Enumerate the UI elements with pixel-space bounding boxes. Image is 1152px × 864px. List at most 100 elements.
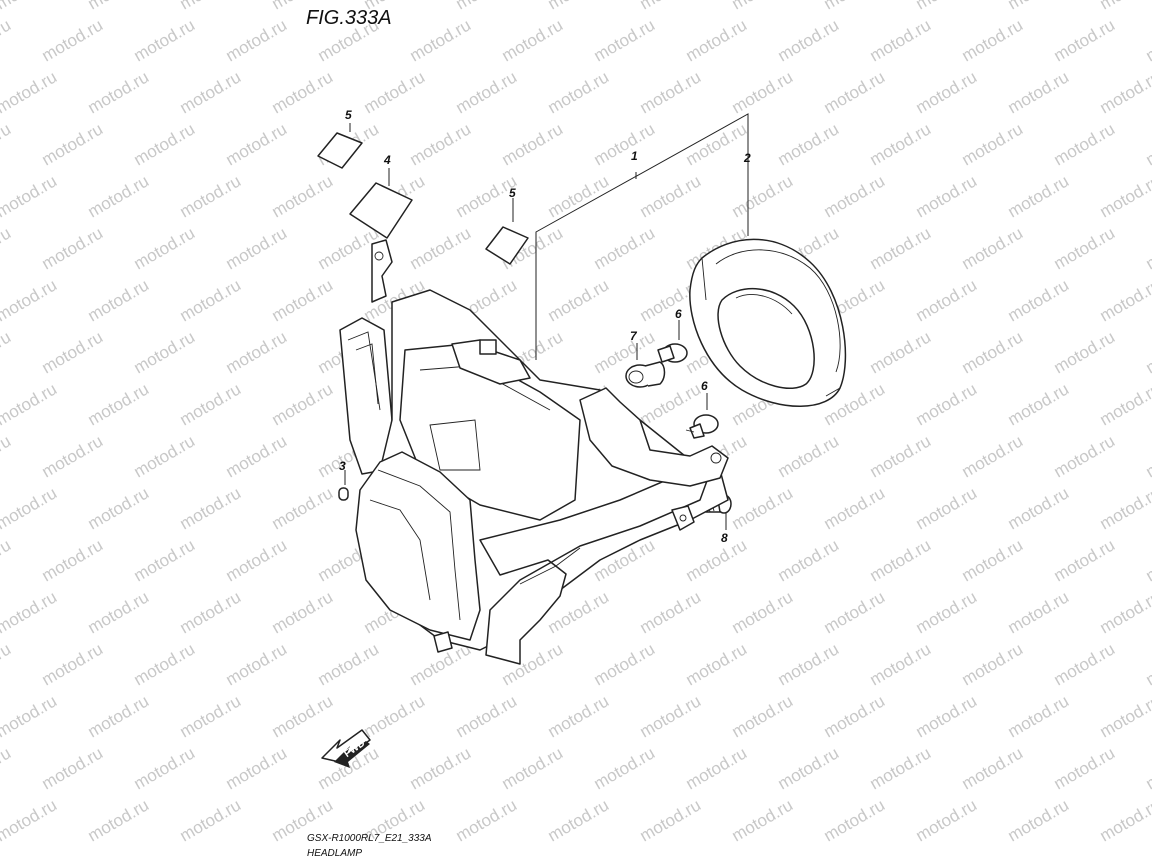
watermark-text: motod.ru bbox=[1097, 483, 1152, 533]
watermark-text: motod.ru bbox=[0, 431, 14, 481]
watermark-text: motod.ru bbox=[407, 743, 475, 793]
callout-5-lower: 5 bbox=[509, 186, 516, 200]
watermark-text: motod.ru bbox=[1051, 119, 1119, 169]
leader-lines bbox=[344, 113, 749, 530]
watermark-text: motod.ru bbox=[1097, 379, 1152, 429]
watermark-text: motod.ru bbox=[0, 119, 14, 169]
watermark-text: motod.ru bbox=[499, 119, 567, 169]
watermark-text: motod.ru bbox=[775, 535, 843, 585]
watermark-text: motod.ru bbox=[591, 223, 659, 273]
watermark-text: motod.ru bbox=[85, 275, 153, 325]
watermark-text: motod.ru bbox=[683, 743, 751, 793]
watermark-text: motod.ru bbox=[177, 171, 245, 221]
watermark-text: motod.ru bbox=[453, 67, 521, 117]
watermark-text: motod.ru bbox=[131, 639, 199, 689]
watermark-text: motod.ru bbox=[1005, 379, 1073, 429]
watermark-text: motod.ru bbox=[223, 431, 291, 481]
watermark-text: motod.ru bbox=[453, 691, 521, 741]
watermark-text: motod.ru bbox=[729, 67, 797, 117]
watermark-text: motod.ru bbox=[1143, 223, 1152, 273]
part-3-cap[interactable] bbox=[338, 487, 349, 501]
watermark-text: motod.ru bbox=[269, 379, 337, 429]
watermark-text: motod.ru bbox=[1005, 691, 1073, 741]
watermark-text: motod.ru bbox=[39, 743, 107, 793]
part-6-nut-lower[interactable] bbox=[685, 414, 719, 439]
watermark-text: motod.ru bbox=[867, 743, 935, 793]
watermark-text: motod.ru bbox=[407, 223, 475, 273]
part-2-headlamp-gasket[interactable] bbox=[689, 238, 847, 407]
callout-numbers: 1 2 3 4 5 5 6 6 7 8 bbox=[339, 108, 751, 545]
watermark-text: motod.ru bbox=[913, 483, 981, 533]
watermark-text: motod.ru bbox=[0, 223, 14, 273]
figure-code: GSX-R1000RL7_E21_333A bbox=[307, 833, 432, 844]
watermark-text: motod.ru bbox=[729, 691, 797, 741]
watermark-text: motod.ru bbox=[0, 587, 60, 637]
watermark-text: motod.ru bbox=[1143, 327, 1152, 377]
watermark-text: motod.ru bbox=[39, 535, 107, 585]
watermark-text: motod.ru bbox=[1005, 171, 1073, 221]
watermark-text: motod.ru bbox=[85, 379, 153, 429]
watermark-text: motod.ru bbox=[39, 15, 107, 65]
watermark-text: motod.ru bbox=[637, 587, 705, 637]
part-5-label-lower[interactable] bbox=[485, 226, 529, 265]
callout-6-lower: 6 bbox=[701, 379, 708, 393]
callout-2: 2 bbox=[743, 151, 751, 165]
watermark-text: motod.ru bbox=[131, 535, 199, 585]
watermark-text: motod.ru bbox=[315, 639, 383, 689]
watermark-text: motod.ru bbox=[959, 639, 1027, 689]
watermark-text: motod.ru bbox=[0, 795, 60, 845]
watermark-text: motod.ru bbox=[39, 431, 107, 481]
part-5-label-upper[interactable] bbox=[317, 132, 363, 169]
watermark-text: motod.ru bbox=[453, 0, 521, 13]
watermark-text: motod.ru bbox=[0, 483, 60, 533]
watermark-text: motod.ru bbox=[1097, 67, 1152, 117]
watermark-text: motod.ru bbox=[1051, 639, 1119, 689]
watermark-text: motod.ru bbox=[821, 67, 889, 117]
watermark-text: motod.ru bbox=[361, 691, 429, 741]
watermark-text: motod.ru bbox=[821, 691, 889, 741]
watermark-text: motod.ru bbox=[637, 0, 705, 13]
callout-5-upper: 5 bbox=[345, 108, 352, 122]
watermark-text: motod.ru bbox=[131, 15, 199, 65]
callout-6-upper: 6 bbox=[675, 307, 682, 321]
watermark-text: motod.ru bbox=[545, 275, 613, 325]
watermark-text: motod.ru bbox=[1097, 795, 1152, 845]
watermark-text: motod.ru bbox=[223, 535, 291, 585]
watermark-text: motod.ru bbox=[775, 15, 843, 65]
watermark-text: motod.ru bbox=[913, 171, 981, 221]
watermark-text: motod.ru bbox=[867, 119, 935, 169]
watermark-text: motod.ru bbox=[1051, 15, 1119, 65]
watermark-text: motod.ru bbox=[361, 67, 429, 117]
watermark-text: motod.ru bbox=[591, 743, 659, 793]
watermark-text: motod.ru bbox=[0, 639, 14, 689]
watermark-text: motod.ru bbox=[39, 639, 107, 689]
watermark-text: motod.ru bbox=[729, 0, 797, 13]
watermark-text: motod.ru bbox=[637, 795, 705, 845]
watermark-text: motod.ru bbox=[1143, 431, 1152, 481]
part-6-nut-upper[interactable] bbox=[657, 343, 688, 363]
watermark-text: motod.ru bbox=[913, 0, 981, 13]
watermark-text: motod.ru bbox=[591, 119, 659, 169]
watermark-text: motod.ru bbox=[1005, 0, 1073, 13]
watermark-text: motod.ru bbox=[545, 691, 613, 741]
watermark-text: motod.ru bbox=[1143, 119, 1152, 169]
part-4-sheet[interactable] bbox=[349, 182, 413, 239]
watermark-text: motod.ru bbox=[223, 223, 291, 273]
watermark-text: motod.ru bbox=[1051, 327, 1119, 377]
watermark-text: motod.ru bbox=[1143, 639, 1152, 689]
watermark-text: motod.ru bbox=[0, 15, 14, 65]
part-7-grommet[interactable] bbox=[625, 361, 666, 388]
figure-name: HEADLAMP bbox=[307, 848, 362, 859]
watermark-text: motod.ru bbox=[1005, 275, 1073, 325]
watermark-text: motod.ru bbox=[39, 327, 107, 377]
watermark-text: motod.ru bbox=[775, 639, 843, 689]
watermark-text: motod.ru bbox=[1051, 223, 1119, 273]
watermark-text: motod.ru bbox=[223, 743, 291, 793]
watermark-text: motod.ru bbox=[1143, 15, 1152, 65]
part-1-headlamp-assembly[interactable] bbox=[339, 239, 729, 665]
watermark-text: motod.ru bbox=[867, 223, 935, 273]
watermark-text: motod.ru bbox=[0, 327, 14, 377]
watermark-text: motod.ru bbox=[959, 743, 1027, 793]
watermark-text: motod.ru bbox=[545, 171, 613, 221]
